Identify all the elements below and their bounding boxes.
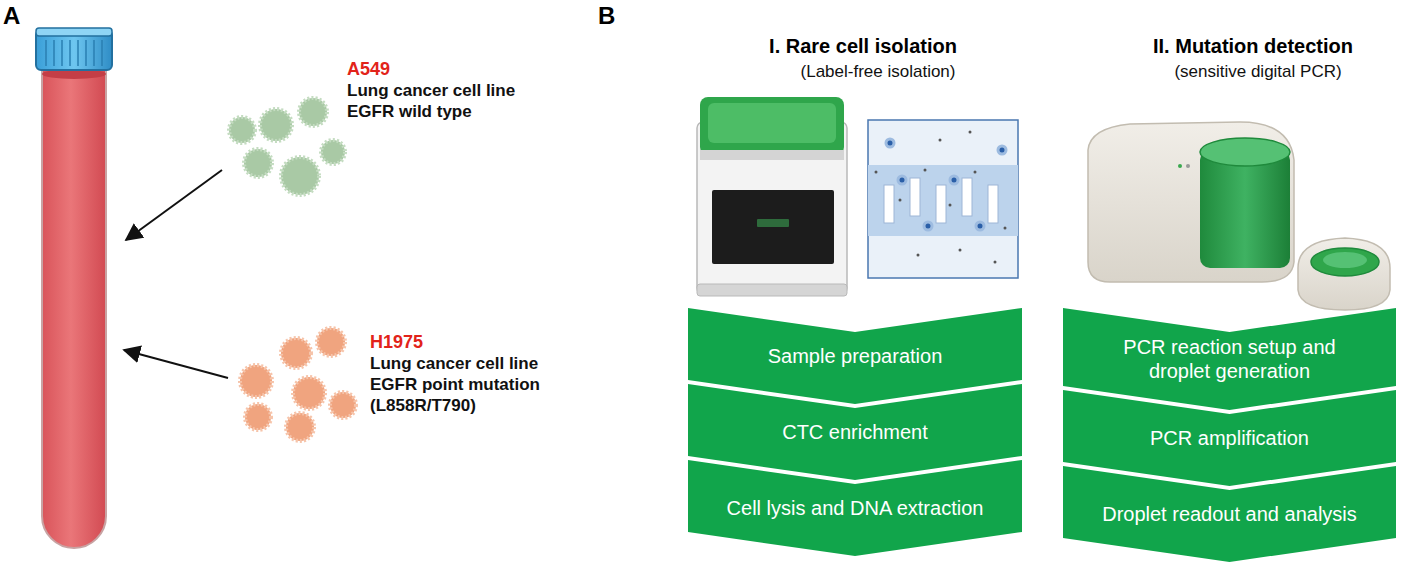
cell-line-note: (L858R/T790) (370, 396, 476, 416)
cell-line-note: Lung cancer cell line (347, 81, 515, 101)
step-subheading: (Label-free isolation) (801, 62, 956, 82)
step-heading: I. Rare cell isolation (769, 34, 957, 58)
step-text: Cell lysis and DNA extraction (688, 496, 1022, 520)
h1975-cells (240, 328, 356, 441)
spike-arrow (126, 170, 222, 240)
step-text: CTC enrichment (688, 420, 1022, 444)
process-chevron: Cell lysis and DNA extraction (688, 460, 1022, 556)
cell-line-name: H1975 (370, 332, 423, 354)
panel-letter: B (598, 2, 615, 31)
cell-line-note: EGFR wild type (347, 102, 472, 122)
a549-cells (229, 98, 345, 195)
process-chevron: CTC enrichment (688, 384, 1022, 480)
process-chevron: PCR amplification (1063, 390, 1396, 486)
chevron-shape (1063, 308, 1396, 410)
process-chevron: Droplet readout and analysis (1063, 466, 1396, 562)
step-subheading: (sensitive digital PCR) (1174, 62, 1341, 82)
step-text: PCR reaction setup and droplet generatio… (1063, 335, 1396, 383)
step-heading: II. Mutation detection (1153, 34, 1353, 58)
microfluidic-inset (868, 120, 1018, 278)
panel-letter: A (3, 2, 20, 31)
cell-line-note: EGFR point mutation (370, 375, 540, 395)
cell-line-note: Lung cancer cell line (370, 354, 538, 374)
spike-arrow (124, 350, 228, 378)
process-chevron: PCR reaction setup and droplet generatio… (1063, 308, 1396, 410)
step-text: Sample preparation (688, 344, 1022, 368)
process-chevron: Sample preparation (688, 308, 1022, 404)
step-text: PCR amplification (1063, 426, 1396, 450)
step-text: Droplet readout and analysis (1063, 502, 1396, 526)
cell-line-name: A549 (347, 59, 390, 81)
cell-isolation-instrument (697, 97, 847, 296)
droplet-reader-instrument (1088, 122, 1390, 310)
blood-tube (36, 28, 112, 548)
